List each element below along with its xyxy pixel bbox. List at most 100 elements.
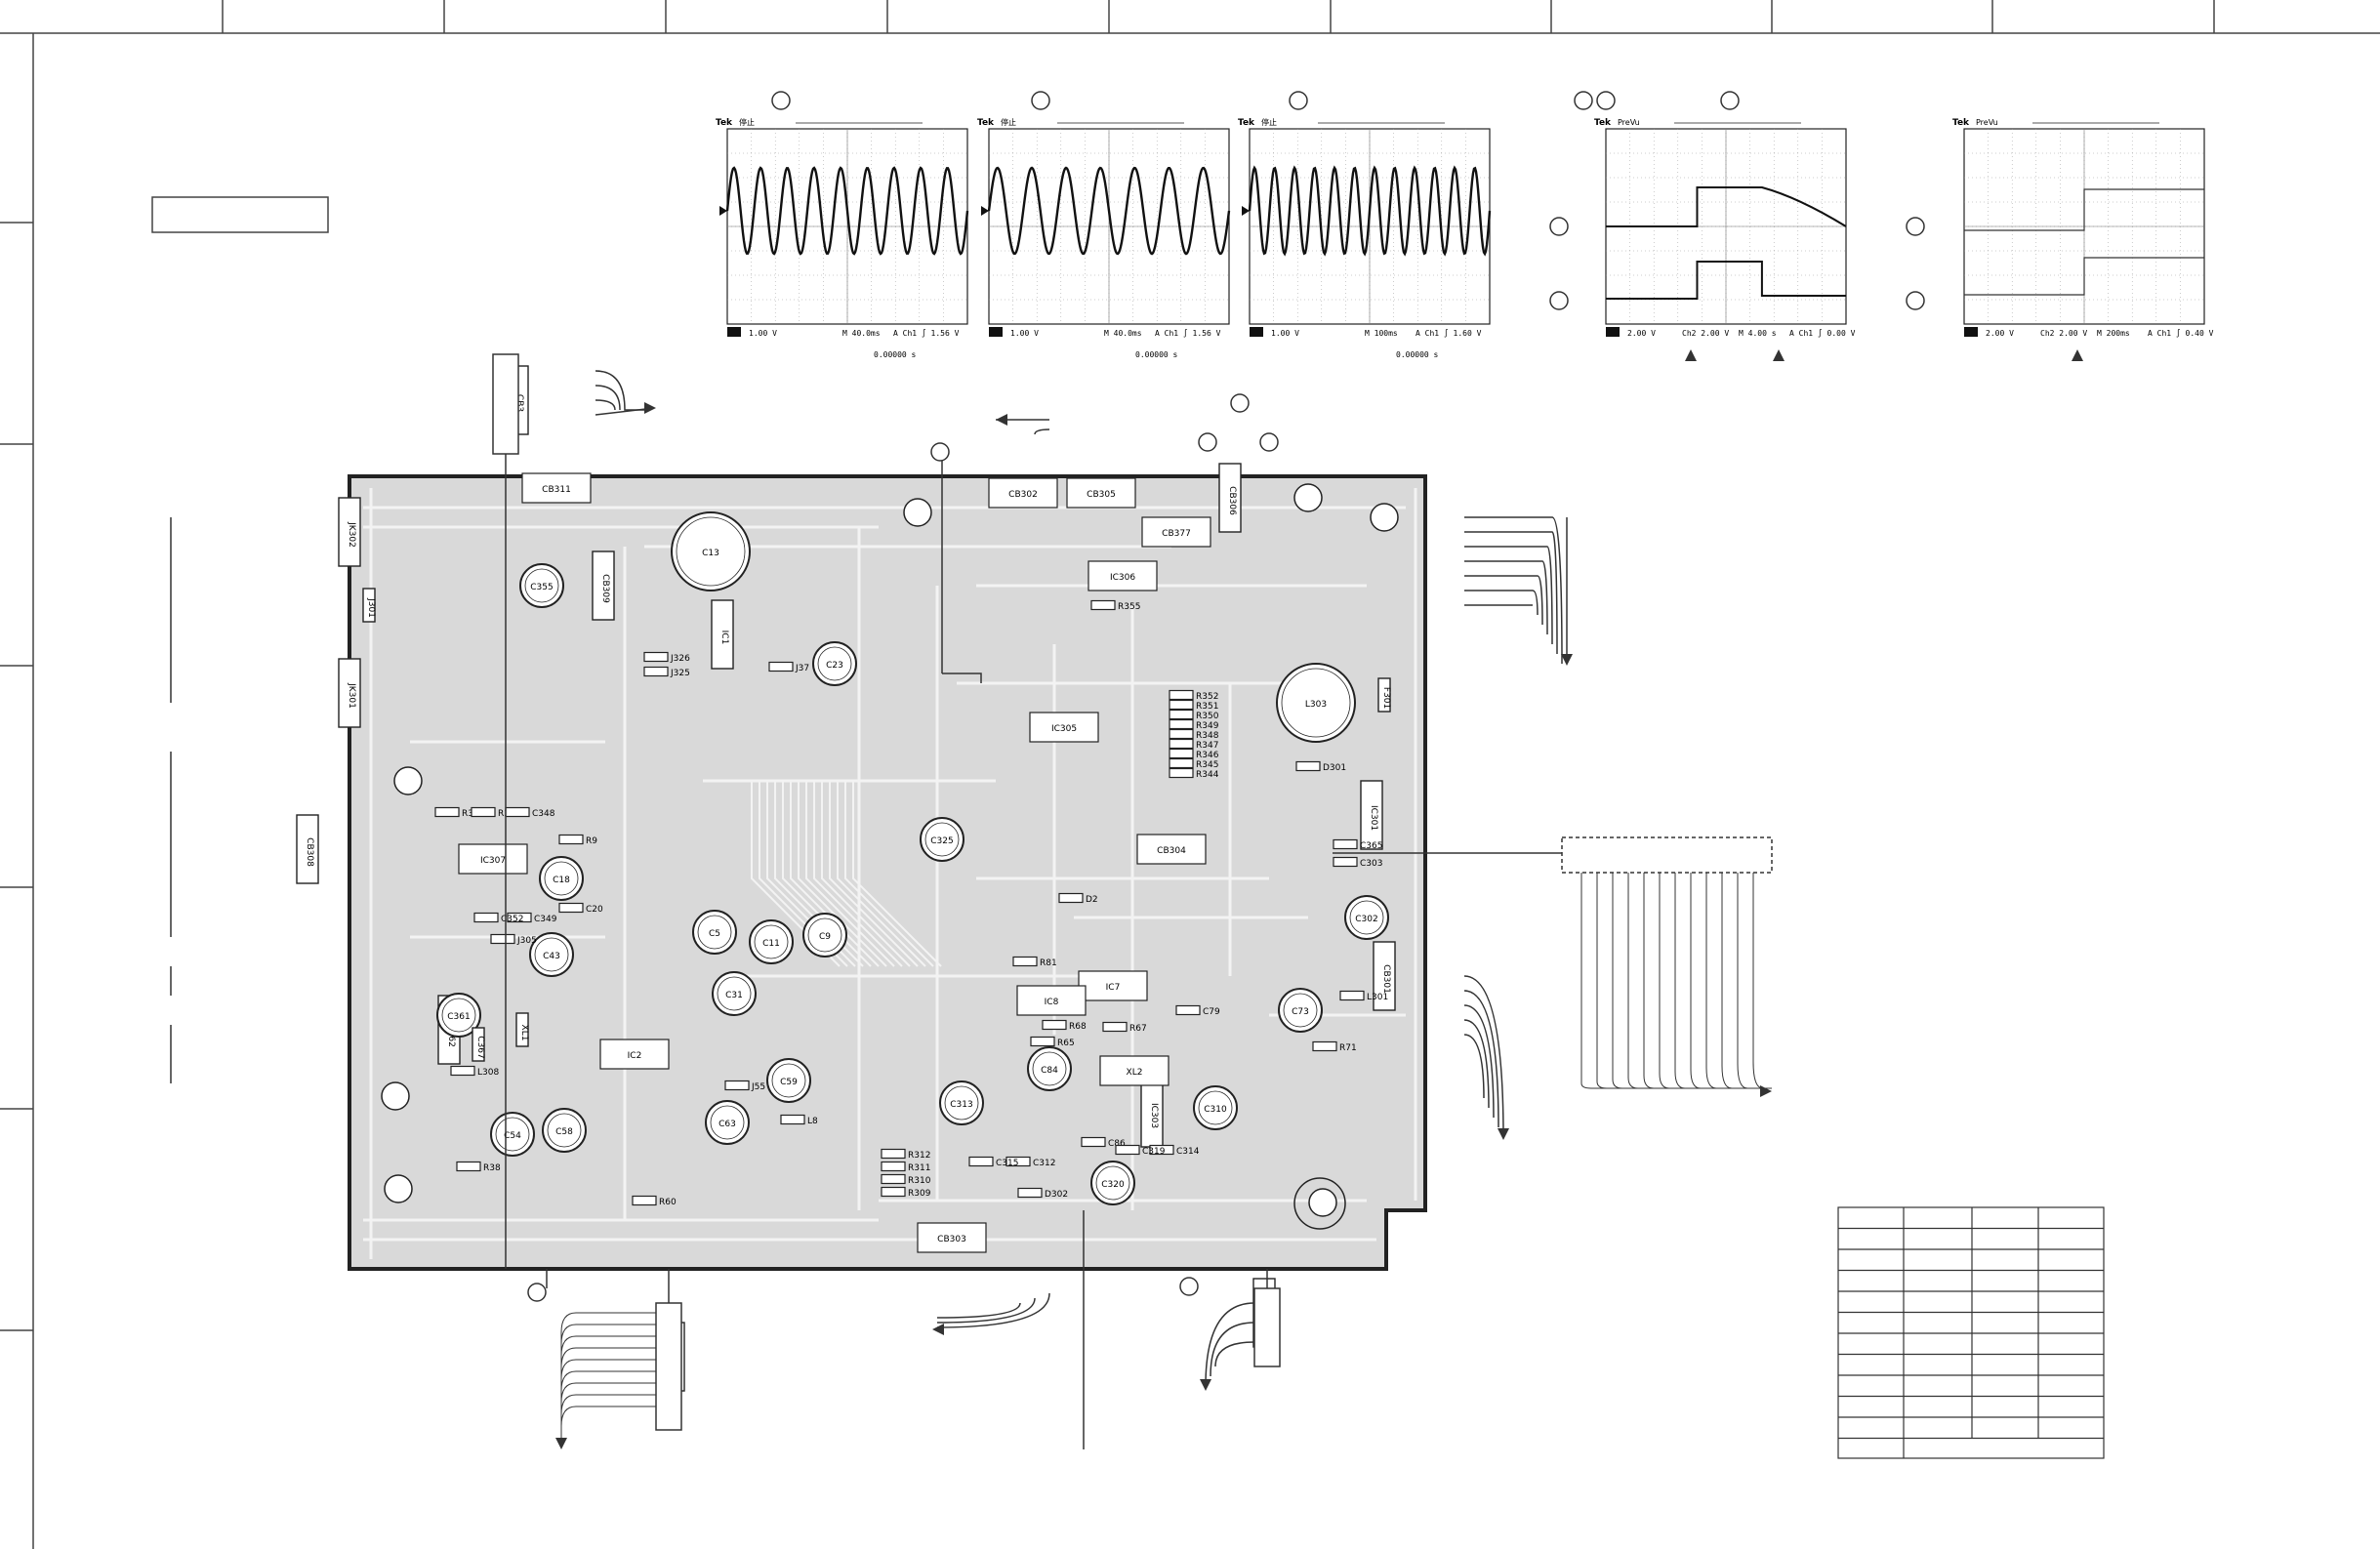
signal-arrows bbox=[555, 349, 2083, 1449]
svg-text:R350: R350 bbox=[1196, 712, 1219, 721]
component-c54: C54 bbox=[490, 1112, 535, 1157]
component-cb309: CB309 bbox=[592, 550, 615, 621]
svg-text:R352: R352 bbox=[1196, 692, 1218, 702]
component-c11: C11 bbox=[749, 919, 794, 964]
svg-text:C349: C349 bbox=[534, 915, 557, 924]
svg-text:C54: C54 bbox=[504, 1131, 521, 1141]
component-d2: D2 bbox=[1058, 892, 1098, 905]
svg-text:JK301: JK301 bbox=[347, 682, 356, 709]
component-r348: R348 bbox=[1169, 728, 1219, 741]
svg-text:R310: R310 bbox=[908, 1176, 931, 1186]
scope-timebase: M 100ms bbox=[1365, 329, 1398, 338]
svg-text:CB308: CB308 bbox=[305, 837, 314, 867]
svg-text:JK302: JK302 bbox=[347, 521, 356, 548]
wiring bbox=[170, 353, 1773, 1449]
svg-text:R9: R9 bbox=[586, 836, 597, 846]
component-cb306: CB306 bbox=[1218, 463, 1242, 533]
scope-mode: 停止 bbox=[1001, 117, 1016, 127]
mount-hole bbox=[903, 498, 932, 527]
svg-text:C13: C13 bbox=[702, 549, 719, 558]
svg-text:C325: C325 bbox=[930, 836, 953, 846]
component-r67: R67 bbox=[1102, 1021, 1147, 1034]
component-c325: C325 bbox=[920, 817, 964, 862]
component-jk301: JK301 bbox=[338, 658, 361, 728]
component-ic307: IC307 bbox=[458, 843, 528, 875]
svg-text:C365: C365 bbox=[1360, 841, 1382, 851]
component-c320: C320 bbox=[1090, 1161, 1135, 1205]
component-r351: R351 bbox=[1169, 699, 1218, 712]
component-j305: J305 bbox=[490, 933, 537, 946]
scope-ch1-scale: 1.00 V bbox=[749, 329, 777, 338]
component-c31: C31 bbox=[712, 971, 757, 1016]
svg-text:C58: C58 bbox=[555, 1127, 573, 1137]
scope-ch1-scale: 2.00 V bbox=[1986, 329, 2014, 338]
svg-text:C20: C20 bbox=[586, 905, 603, 915]
svg-text:R309: R309 bbox=[908, 1189, 931, 1199]
svg-text:C348: C348 bbox=[532, 809, 555, 819]
svg-text:D302: D302 bbox=[1045, 1190, 1068, 1200]
svg-text:CB302: CB302 bbox=[1008, 490, 1038, 500]
svg-text:R348: R348 bbox=[1196, 731, 1219, 741]
svg-text:R344: R344 bbox=[1196, 770, 1219, 780]
component-r350: R350 bbox=[1169, 709, 1219, 721]
svg-text:C361: C361 bbox=[447, 1012, 470, 1022]
svg-text:R60: R60 bbox=[659, 1198, 677, 1207]
svg-text:D301: D301 bbox=[1323, 763, 1346, 773]
component-j37: J37 bbox=[768, 661, 809, 673]
component-j55: J55 bbox=[724, 1080, 765, 1092]
svg-text:R346: R346 bbox=[1196, 751, 1219, 760]
mount-hole bbox=[1293, 483, 1323, 512]
scope-timebase: M 4.00 s bbox=[1739, 329, 1777, 338]
svg-text:D2: D2 bbox=[1086, 895, 1098, 905]
svg-text:C319: C319 bbox=[1142, 1147, 1166, 1157]
svg-text:J326: J326 bbox=[670, 654, 690, 664]
svg-text:R71: R71 bbox=[1339, 1043, 1357, 1053]
waveform-ch2 bbox=[1606, 261, 1846, 300]
component-c302: C302 bbox=[1344, 895, 1389, 940]
connection-table bbox=[1837, 1206, 2105, 1459]
svg-text:IC301: IC301 bbox=[1369, 805, 1378, 831]
component-c86: C86 bbox=[1081, 1136, 1126, 1149]
component-r309: R309 bbox=[881, 1186, 931, 1199]
svg-text:CB311: CB311 bbox=[542, 485, 571, 495]
component-cb303: CB303 bbox=[917, 1222, 987, 1253]
svg-text:L301: L301 bbox=[1367, 993, 1388, 1002]
scope-offset: 0.00000 s bbox=[874, 350, 917, 359]
waveform-ch1 bbox=[1606, 186, 1847, 227]
component-cb302: CB302 bbox=[988, 477, 1058, 509]
svg-text:CB309: CB309 bbox=[600, 574, 610, 603]
component-d302: D302 bbox=[1017, 1187, 1068, 1200]
mount-hole bbox=[393, 766, 423, 795]
svg-text:L8: L8 bbox=[807, 1117, 818, 1126]
component-ic7: IC7 bbox=[1078, 970, 1148, 1001]
component-c313: C313 bbox=[939, 1080, 984, 1125]
waveform-trace bbox=[987, 166, 1231, 256]
scope-trigger: A Ch1 ∫ 0.00 V bbox=[1789, 329, 1856, 338]
component-r71: R71 bbox=[1312, 1040, 1357, 1053]
scope-ch1-scale: 1.00 V bbox=[1010, 329, 1039, 338]
waveform-ch2 bbox=[1964, 257, 2204, 296]
mount-hole bbox=[381, 1081, 410, 1111]
component-c355: C355 bbox=[519, 563, 564, 608]
svg-text:C59: C59 bbox=[780, 1078, 798, 1087]
component-c319: C319 bbox=[1115, 1144, 1166, 1157]
svg-text:C9: C9 bbox=[819, 932, 831, 942]
svg-text:F301: F301 bbox=[1381, 687, 1391, 709]
component-r312: R312 bbox=[881, 1148, 930, 1161]
component-ic301: IC301 bbox=[1360, 780, 1383, 850]
component-j326: J326 bbox=[643, 651, 690, 664]
scope-ch1-scale: 1.00 V bbox=[1271, 329, 1299, 338]
component-c312: C312 bbox=[1005, 1156, 1055, 1168]
component-c20: C20 bbox=[558, 902, 603, 915]
svg-text:R355: R355 bbox=[1118, 602, 1140, 612]
component-c58: C58 bbox=[542, 1108, 587, 1153]
svg-text:R345: R345 bbox=[1196, 760, 1218, 770]
svg-text:C320: C320 bbox=[1101, 1180, 1125, 1190]
component-c73: C73 bbox=[1278, 988, 1323, 1033]
